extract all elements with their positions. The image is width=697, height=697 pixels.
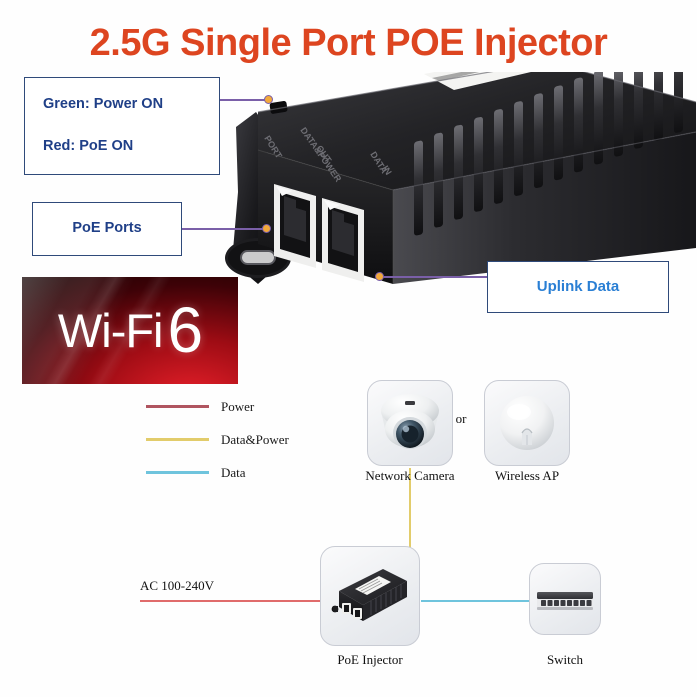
page-title: 2.5G Single Port POE Injector <box>89 22 608 64</box>
network-switch-icon <box>537 592 593 610</box>
wireless-ap-dome-icon <box>500 396 554 450</box>
ac-input-label: AC 100-240V <box>140 578 215 593</box>
wifi6-logo-mark: Wi-Fi 6 <box>22 277 238 384</box>
legend-label-data: Data <box>221 464 246 480</box>
legend-label-power: Power <box>221 398 255 414</box>
callout-poe-ports-label: PoE Ports <box>72 220 142 237</box>
connection-data <box>421 600 531 602</box>
callout-led-line-red: Red: PoE ON <box>43 138 134 154</box>
connection-power <box>140 600 321 602</box>
legend-swatch-power <box>146 405 209 408</box>
device-label-wireless-ap: Wireless AP <box>494 468 560 483</box>
leader-line-poe-ports <box>182 228 266 230</box>
svg-text:IN: IN <box>380 164 393 177</box>
or-separator-label: or <box>455 411 467 426</box>
device-box-wireless-ap[interactable] <box>484 380 570 466</box>
wifi6-logo: Wi-Fi 6 <box>22 277 238 384</box>
connection-legend: Power Data&Power Data <box>146 390 289 489</box>
legend-label-data-power: Data&Power <box>221 431 289 447</box>
legend-item-data: Data <box>146 456 289 489</box>
legend-swatch-data-power <box>146 438 209 441</box>
dome-camera-icon <box>381 394 439 449</box>
device-label-switch: Switch <box>546 652 584 667</box>
callout-uplink-data: Uplink Data <box>487 261 669 313</box>
legend-swatch-data <box>146 471 209 474</box>
callout-poe-ports: PoE Ports <box>32 202 182 256</box>
callout-led-line-green: Green: Power ON <box>43 96 164 113</box>
wifi6-logo-text: Wi-Fi <box>57 304 164 357</box>
wifi6-logo-numeral: 6 <box>167 294 204 367</box>
leader-line-led <box>220 99 268 101</box>
device-box-network-camera[interactable] <box>367 380 453 466</box>
poe-injector-icon <box>331 569 407 621</box>
leader-dot-poe-ports <box>262 224 271 233</box>
callout-led-status: Green: Power ON Red: PoE ON <box>24 77 220 175</box>
device-box-switch[interactable] <box>529 563 601 635</box>
legend-item-data-power: Data&Power <box>146 423 289 456</box>
leader-dot-led <box>264 95 273 104</box>
device-label-network-camera: Network Camera <box>365 468 455 483</box>
device-label-poe-injector: PoE Injector <box>337 652 403 667</box>
leader-dot-uplink <box>375 272 384 281</box>
wifi6-logo-sheen <box>22 277 238 384</box>
callout-uplink-data-label: Uplink Data <box>536 277 620 295</box>
connection-data-power <box>409 468 411 550</box>
legend-item-power: Power <box>146 390 289 423</box>
device-box-poe-injector[interactable] <box>320 546 420 646</box>
poe-injector-product-photo: PORT DATA&POWER OUT DATA IN <box>218 38 697 300</box>
leader-line-uplink <box>381 276 487 278</box>
